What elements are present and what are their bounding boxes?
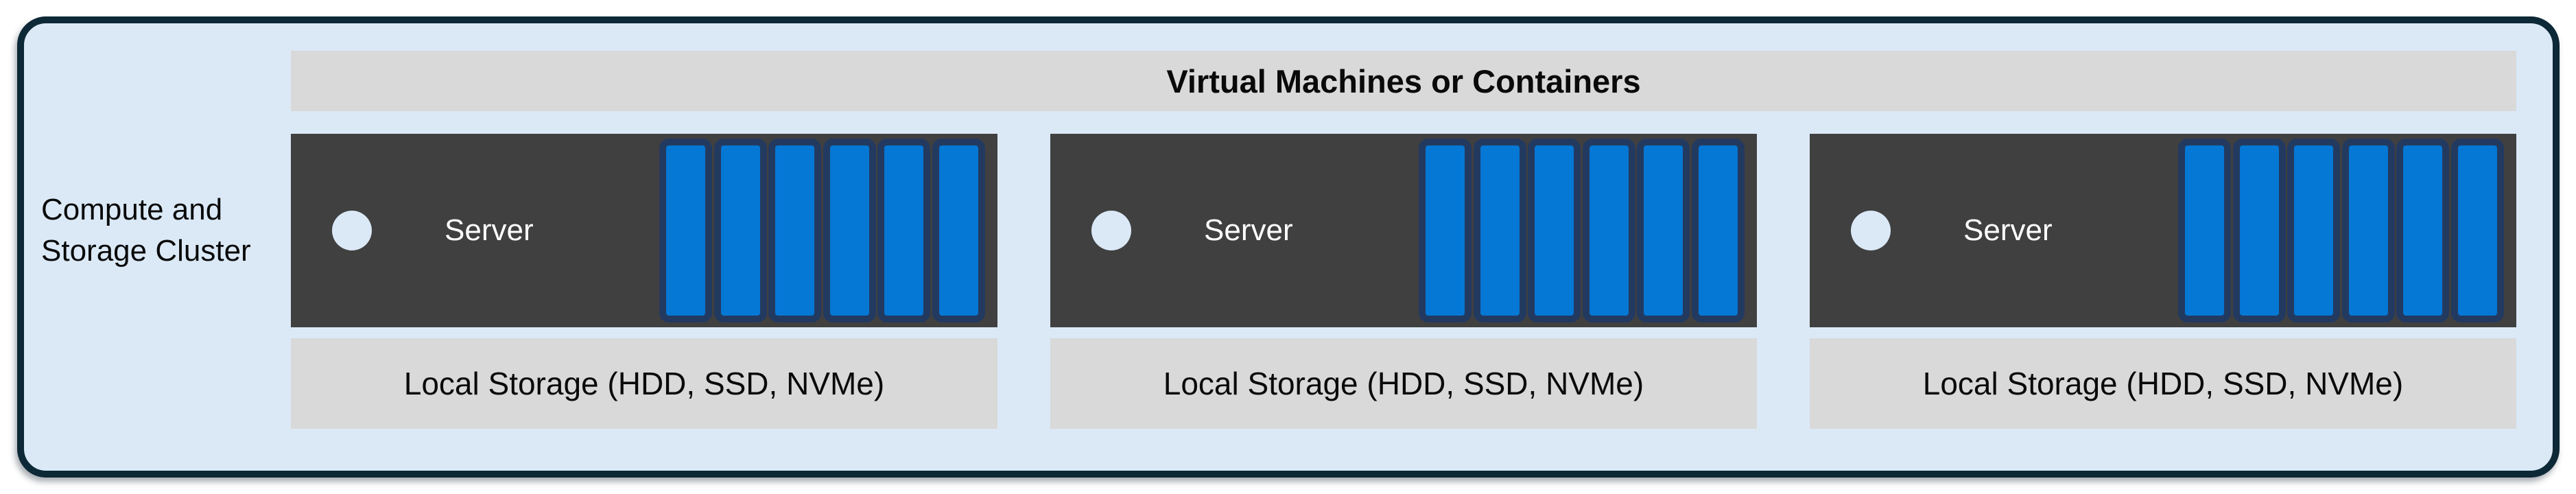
local-storage-label: Local Storage (HDD, SSD, NVMe) bbox=[403, 366, 885, 401]
power-led-icon bbox=[1091, 211, 1131, 250]
disk-slot-icon bbox=[1637, 139, 1690, 322]
server-label: Server bbox=[1204, 213, 1293, 247]
disk-slot-icon bbox=[2341, 139, 2395, 322]
power-led-icon bbox=[1851, 211, 1891, 250]
disk-array bbox=[2178, 139, 2504, 322]
disk-slot-icon bbox=[2396, 139, 2450, 322]
disk-slot-icon bbox=[1582, 139, 1635, 322]
disk-array bbox=[1419, 139, 1745, 322]
disk-slot-icon bbox=[659, 139, 712, 322]
server-label: Server bbox=[445, 213, 534, 247]
disk-slot-icon bbox=[2178, 139, 2231, 322]
disk-slot-icon bbox=[768, 139, 822, 322]
disk-slot-icon bbox=[1419, 139, 1472, 322]
disk-slot-icon bbox=[823, 139, 876, 322]
local-storage-bar-3: Local Storage (HDD, SSD, NVMe) bbox=[1810, 338, 2516, 429]
disk-array bbox=[659, 139, 985, 322]
cluster-label: Compute and Storage Cluster bbox=[41, 134, 251, 327]
server-box-3: Server bbox=[1810, 134, 2516, 327]
vm-header-bar: Virtual Machines or Containers bbox=[291, 51, 2516, 111]
server-box-1: Server bbox=[291, 134, 997, 327]
server-label: Server bbox=[1963, 213, 2053, 247]
cluster-content: Virtual Machines or Containers Server bbox=[291, 51, 2516, 429]
local-storage-label: Local Storage (HDD, SSD, NVMe) bbox=[1922, 366, 2404, 401]
vm-header-title: Virtual Machines or Containers bbox=[1166, 62, 1641, 99]
server-row: Server Server bbox=[291, 134, 2516, 327]
disk-slot-icon bbox=[713, 139, 767, 322]
disk-slot-icon bbox=[877, 139, 931, 322]
disk-slot-icon bbox=[932, 139, 985, 322]
local-storage-label: Local Storage (HDD, SSD, NVMe) bbox=[1163, 366, 1644, 401]
local-storage-bar-2: Local Storage (HDD, SSD, NVMe) bbox=[1050, 338, 1757, 429]
local-storage-row: Local Storage (HDD, SSD, NVMe) Local Sto… bbox=[291, 338, 2516, 429]
server-box-2: Server bbox=[1050, 134, 1757, 327]
disk-slot-icon bbox=[1691, 139, 1745, 322]
disk-slot-icon bbox=[1473, 139, 1526, 322]
cluster-label-line-1: Compute and bbox=[41, 193, 223, 227]
compute-storage-cluster-container: Compute and Storage Cluster Virtual Mach… bbox=[17, 16, 2560, 478]
disk-slot-icon bbox=[1528, 139, 1581, 322]
cluster-label-line-2: Storage Cluster bbox=[41, 234, 251, 268]
disk-slot-icon bbox=[2450, 139, 2504, 322]
power-led-icon bbox=[332, 211, 372, 250]
disk-slot-icon bbox=[2232, 139, 2286, 322]
disk-slot-icon bbox=[2287, 139, 2341, 322]
local-storage-bar-1: Local Storage (HDD, SSD, NVMe) bbox=[291, 338, 997, 429]
